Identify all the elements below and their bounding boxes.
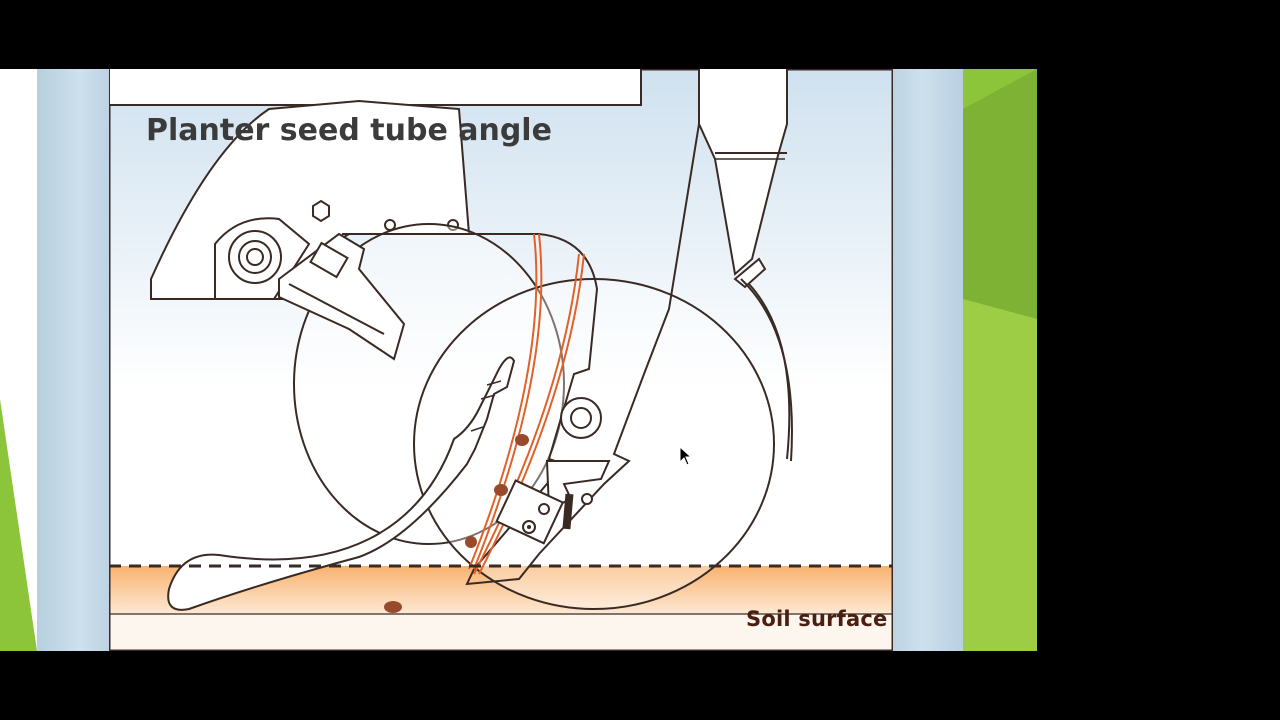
left-green-accent — [0, 399, 37, 651]
right-blue-band — [893, 69, 965, 651]
soil-surface-label: Soil surface — [746, 607, 888, 631]
slide: Planter seed tube angle Soil surface — [0, 69, 1037, 651]
arrow-cursor-icon — [679, 446, 693, 466]
slide-title: Planter seed tube angle — [146, 113, 552, 148]
right-green-accent — [963, 69, 1037, 651]
letterbox-bottom — [0, 651, 1280, 720]
letterbox-top — [0, 0, 1280, 69]
left-blue-band — [37, 69, 109, 651]
planter-diagram — [109, 69, 893, 651]
